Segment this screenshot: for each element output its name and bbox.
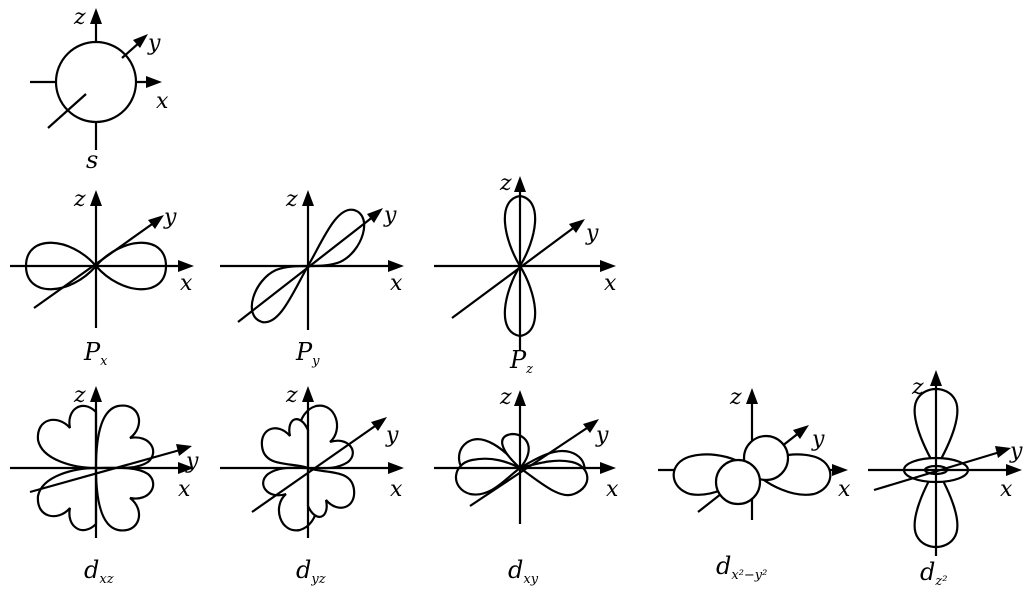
y-axis-label: y [1009,439,1023,464]
s-orbital: z y x s [30,5,169,174]
x-arrowhead [1006,464,1022,476]
y-axis [237,215,375,323]
y-axis [451,225,577,319]
z-axis-label: z [911,375,924,400]
dx2-y2-orbital: z y x dx²−y² [658,385,851,583]
y-arrowhead [793,425,809,439]
orbital-label-dxz: dxz [84,556,114,587]
orbital-label-pz: Pz [509,346,533,377]
y-arrowhead [367,208,383,223]
x-axis-label: x [1000,477,1013,502]
y-axis [121,41,141,59]
x-axis-label: x [606,477,619,502]
x-axis-label: x [838,477,851,502]
py-lobe-pos [306,208,366,268]
dxz-lobe-4 [94,466,155,532]
y-arrowhead [583,419,599,433]
dxy-lobe-back-top [501,432,530,470]
z-axis-label: z [73,383,86,408]
orbital-label-dxy: dxy [508,556,539,587]
y-axis [873,450,1001,492]
dxy-lobe-front-left [454,457,523,496]
y-arrowhead [133,34,148,48]
dxz-lobe-2 [94,404,155,470]
y-axis-label: y [383,203,397,228]
x-arrowhead [388,462,404,474]
pz-orbital: z y x Pz [434,171,617,377]
z-arrowhead [514,390,526,406]
y-arrowhead [148,215,164,229]
x-axis-label: x [390,271,403,296]
x-axis-label: x [178,477,191,502]
x-arrowhead [600,462,616,474]
z-arrowhead [90,190,102,206]
z-axis-label: z [73,187,86,212]
dxz-lobe-1 [36,404,98,470]
z-axis-label: z [499,385,512,410]
z-arrowhead [746,388,758,404]
orbital-label-px: Px [83,338,108,369]
orbital-label-dx2-y2: dx²−y² [716,552,767,583]
orbital-label-dz2: dz² [920,558,947,589]
z-arrowhead [302,386,314,402]
z-axis-label: z [729,385,742,410]
dyz-lobe-2 [260,418,310,470]
y-axis-label: y [163,205,177,230]
y-axis-label: y [385,423,399,448]
y-axis-label: y [811,427,825,452]
orbital-label-s: s [86,146,98,174]
dyz-orbital: z y x dyz [220,383,404,587]
x-arrowhead [832,464,848,476]
x-arrowhead [178,260,194,272]
y-arrowhead [371,417,387,431]
y-axis-label: y [147,31,161,56]
z-arrowhead [90,386,102,402]
px-orbital: z y x Px [10,187,194,369]
x-arrowhead [388,260,404,272]
z-axis-label: z [73,5,86,30]
y-axis [29,448,181,494]
x-axis-label: x [390,477,403,502]
x-axis-label: x [604,271,617,296]
x-axis-label: x [180,271,193,296]
x-axis-label: x [156,89,169,114]
py-orbital: z y x Py [220,187,404,369]
dx2y2-lobe-front [714,458,762,506]
dxy-orbital: z y x dxy [434,385,619,587]
y-axis-label: y [185,449,199,474]
z-arrowhead [514,176,526,192]
y-axis-label: y [585,221,599,246]
dxz-orbital: z y x dxz [10,383,199,587]
x-arrowhead [178,462,194,474]
y-arrowhead [569,219,585,233]
z-arrowhead [930,370,942,386]
y-arrowhead [176,444,192,456]
y-arrowhead [995,446,1011,458]
y-axis [469,425,591,507]
z-axis-label: z [285,383,298,408]
dxy-lobe-front-right [517,459,589,497]
y-axis-label: y [595,423,609,448]
z-axis-label: z [285,187,298,212]
orbital-label-dyz: dyz [296,556,326,587]
orbital-label-py: Py [295,338,320,369]
dxz-lobe-3 [36,466,98,532]
z-arrowhead [90,8,102,24]
dz2-orbital: z y x dz² [868,370,1023,589]
y-axis [251,423,379,513]
z-arrowhead [302,190,314,206]
y-axis-back [47,93,87,129]
x-arrowhead [600,260,616,272]
x-arrowhead [146,76,162,88]
y-axis [33,221,156,309]
z-axis-label: z [499,171,512,196]
dyz-lobe-4 [306,466,356,518]
